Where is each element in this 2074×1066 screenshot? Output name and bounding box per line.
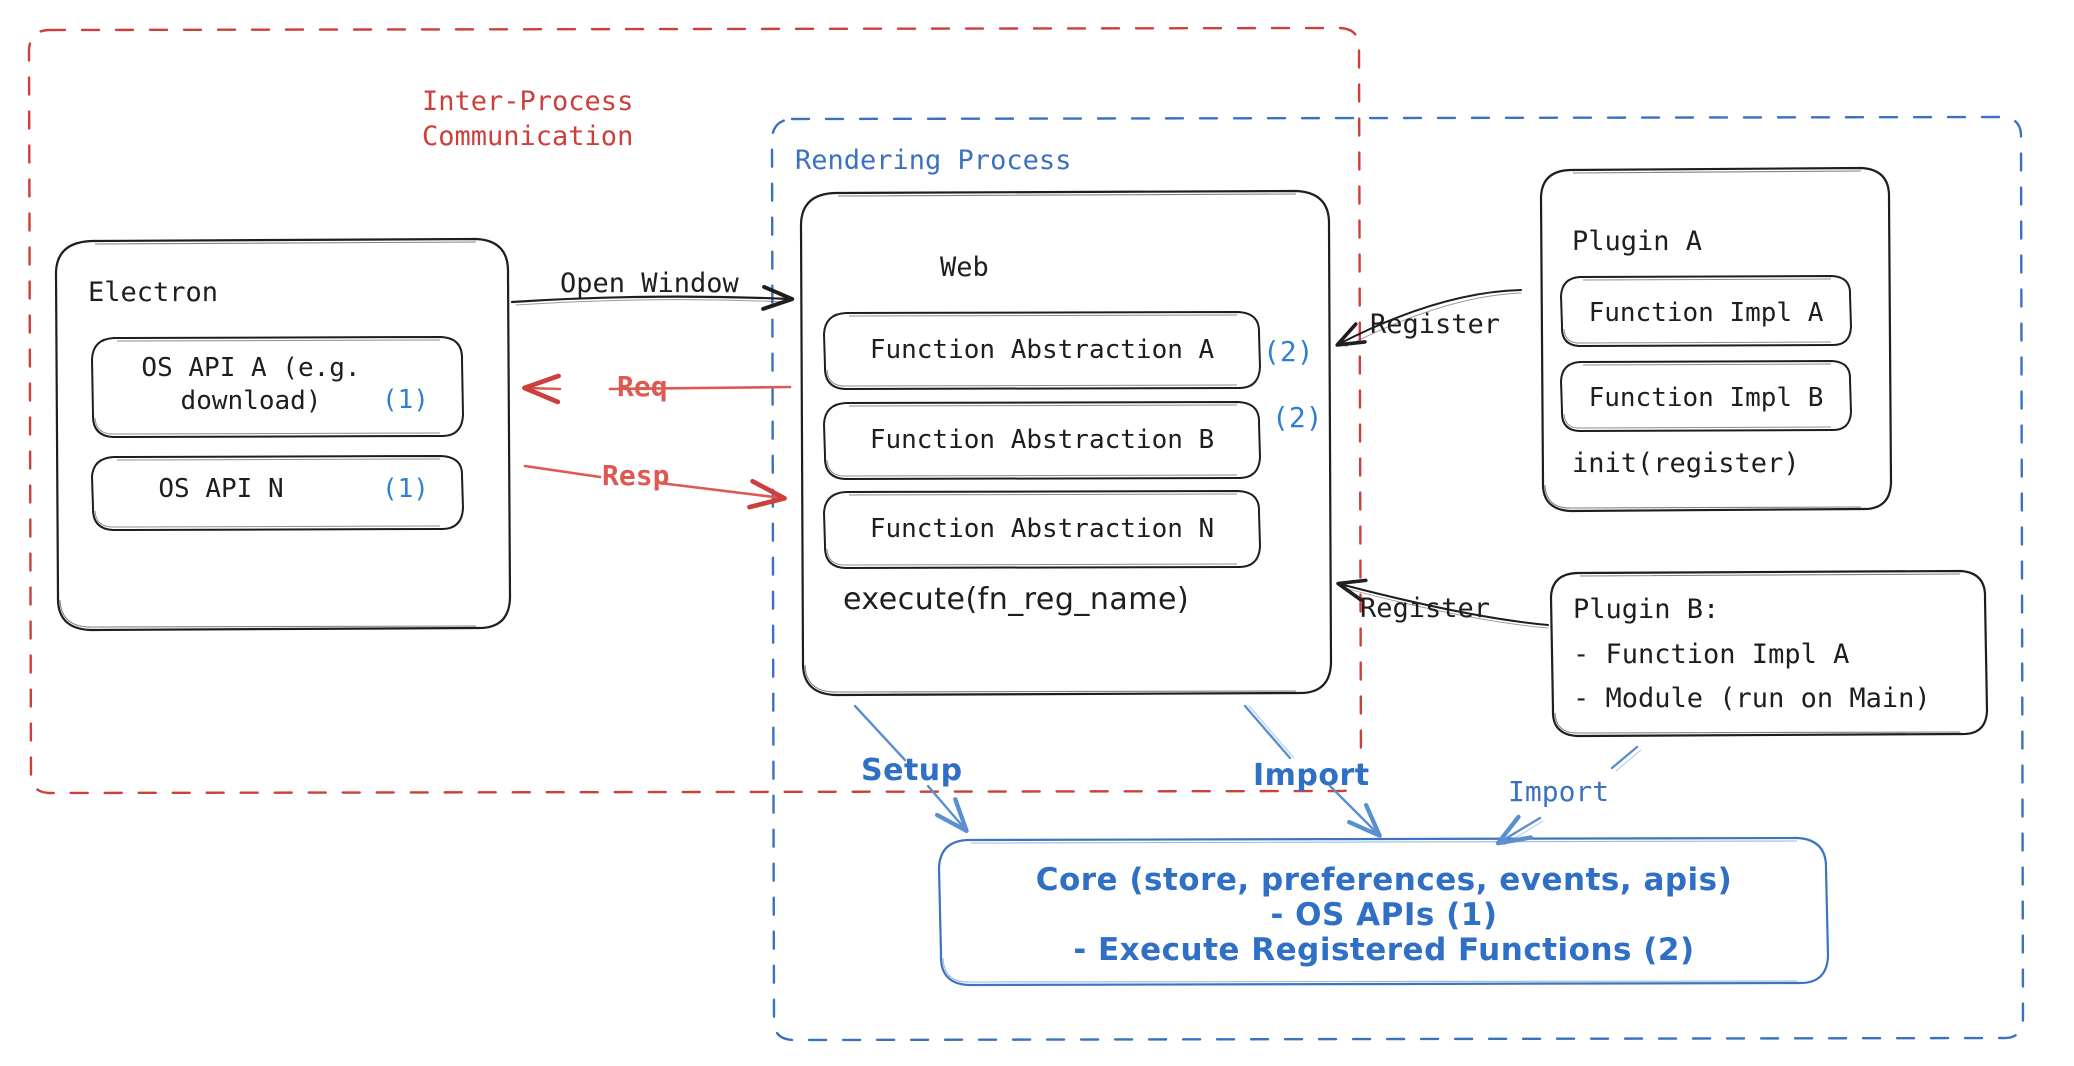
node-core-box <box>937 836 1830 987</box>
node-function-abstraction-a-marker: (2) <box>1263 335 1314 368</box>
node-function-abstraction-a <box>823 311 1261 390</box>
edge-req <box>522 373 792 405</box>
node-os-api-a-label: OS API A (e.g. download) <box>141 353 361 417</box>
node-web-footer: execute(fn_reg_name) <box>843 582 1190 617</box>
node-plugin-b-line-0: Plugin B: <box>1573 594 1720 625</box>
edge-import-plugin-b-label: Import <box>1508 775 1610 808</box>
node-function-impl-b-label: Function Impl B <box>1588 383 1824 413</box>
edge-import-plugin-b <box>1495 745 1642 846</box>
node-function-abstraction-b-marker: (2) <box>1272 401 1323 434</box>
node-os-api-a-marker: (1) <box>382 385 429 415</box>
node-function-abstraction-a-label: Function Abstraction A <box>869 335 1215 365</box>
node-plugin-a-box <box>1539 166 1893 513</box>
node-function-abstraction-n-label: Function Abstraction N <box>869 514 1215 544</box>
node-function-impl-a <box>1560 275 1852 347</box>
edge-resp-label: Resp <box>602 459 670 492</box>
region-rendering-process-label: Rendering Process <box>795 145 1072 176</box>
node-web-title: Web <box>940 252 989 283</box>
node-plugin-a-title: Plugin A <box>1572 226 1703 257</box>
region-ipc-label: Inter-Process Communication <box>422 86 634 152</box>
node-function-impl-a-label: Function Impl A <box>1588 298 1824 328</box>
edge-register-plugin-a-label: Register <box>1370 309 1501 340</box>
node-os-api-n <box>91 455 464 531</box>
node-plugin-b-box <box>1549 569 1989 738</box>
edge-import-web <box>1243 704 1382 838</box>
edge-req-label: Req <box>617 370 668 403</box>
node-plugin-b-line-1: - Function Impl A <box>1573 639 1850 670</box>
edge-open-window-label: Open Window <box>560 268 739 299</box>
edge-resp <box>523 464 787 510</box>
node-function-abstraction-b <box>823 401 1261 480</box>
node-function-abstraction-b-label: Function Abstraction B <box>869 425 1215 455</box>
edge-setup-label: Setup <box>861 753 963 788</box>
edge-open-window <box>510 284 795 311</box>
node-core-line-2: - Execute Registered Functions (2) <box>1073 932 1695 968</box>
node-os-api-n-label: OS API N <box>158 474 284 504</box>
edge-register-plugin-a <box>1335 289 1522 348</box>
node-web-box <box>799 189 1333 697</box>
node-core-line-1: - OS APIs (1) <box>1270 897 1498 933</box>
node-core-line-0: Core (store, preferences, events, apis) <box>1035 862 1733 898</box>
node-plugin-b-line-2: - Module (run on Main) <box>1573 683 1931 714</box>
node-plugin-a-footer: init(register) <box>1572 448 1800 479</box>
edge-register-plugin-b-label: Register <box>1360 593 1491 624</box>
node-os-api-a <box>91 336 464 438</box>
node-electron-box <box>54 237 512 632</box>
edge-import-web-label: Import <box>1253 758 1370 793</box>
node-function-impl-b <box>1560 360 1852 432</box>
node-function-abstraction-n <box>823 490 1261 569</box>
edge-setup <box>853 704 969 833</box>
node-electron-title: Electron <box>88 277 219 308</box>
region-rendering-process <box>770 115 2025 1042</box>
region-ipc <box>27 26 1363 795</box>
node-os-api-n-marker: (1) <box>382 474 429 504</box>
edge-register-plugin-b <box>1336 578 1549 629</box>
